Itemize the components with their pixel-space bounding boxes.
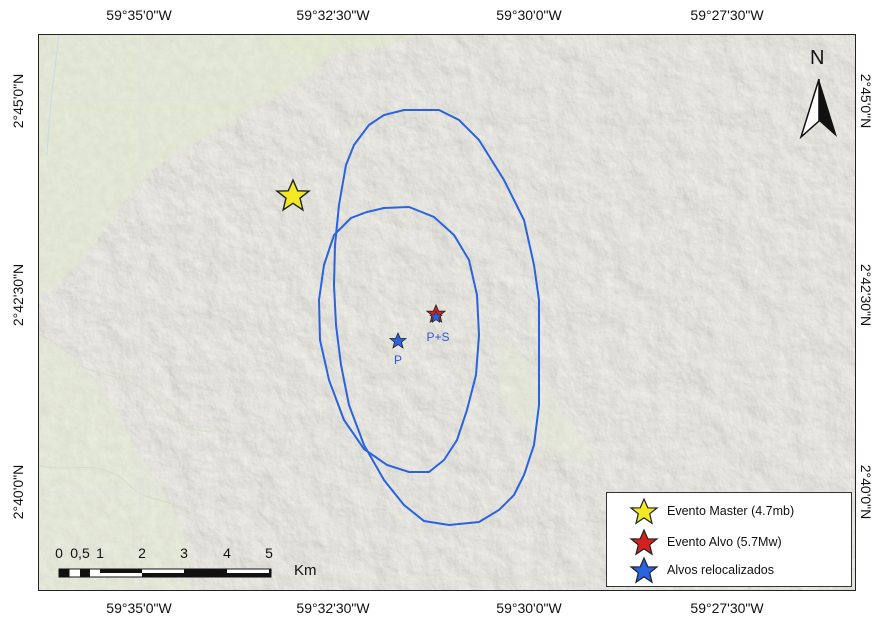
latitude-label-right: 2°40'0"N: [858, 464, 874, 520]
star-icon: [629, 528, 659, 556]
latitude-label-left: 2°45'0"N: [10, 73, 26, 129]
longitude-label-top: 59°32'30"W: [296, 7, 370, 23]
map-canvas[interactable]: P P+S N 0 0,5 1 2 3 4 5: [38, 34, 856, 591]
legend-label: Alvos relocalizados: [667, 563, 774, 577]
error-ellipse-small: [317, 205, 481, 473]
legend-item-target: Evento Alvo (5.7Mw): [607, 528, 851, 556]
north-label: N: [810, 47, 825, 69]
longitude-label-bottom: 59°32'30"W: [296, 600, 370, 616]
longitude-label-bottom: 59°27'30"W: [690, 600, 764, 616]
legend-label: Evento Alvo (5.7Mw): [667, 535, 782, 549]
latitude-label-right: 2°42'30"N: [858, 263, 874, 327]
longitude-label-top: 59°30'0"W: [496, 7, 562, 23]
star-icon: [629, 556, 659, 584]
legend-item-master: Evento Master (4.7mb): [607, 497, 851, 525]
relocalized-p-star-icon: [388, 331, 408, 349]
longitude-label-top: 59°35'0"W: [106, 7, 172, 23]
scale-unit-label: Km: [294, 562, 317, 579]
latitude-label-left: 2°42'30"N: [10, 263, 26, 327]
scale-tick-label: 5: [265, 545, 273, 561]
event-label-p-plus-s: P+S: [426, 330, 450, 344]
river-line: [46, 35, 60, 156]
scale-tick-label: 0: [55, 545, 63, 561]
scale-tick-label: 2: [138, 545, 146, 561]
master-event-star-icon: [275, 178, 311, 212]
latitude-label-right: 2°45'0"N: [858, 73, 874, 129]
legend-label: Evento Master (4.7mb): [667, 504, 795, 518]
longitude-label-bottom: 59°30'0"W: [496, 600, 562, 616]
scale-tick-label: 3: [180, 545, 188, 561]
scale-tick-label: 0,5: [70, 545, 90, 561]
north-arrow-icon: [799, 78, 837, 139]
scale-bar: 0 0,5 1 2 3 4 5 Km: [55, 545, 317, 581]
event-label-p: P: [393, 353, 403, 367]
scale-bar-graphic: [58, 568, 272, 578]
river-line: [78, 364, 220, 432]
legend-item-relocalized: Alvos relocalizados: [607, 556, 851, 584]
river-line: [39, 464, 190, 516]
longitude-label-bottom: 59°35'0"W: [106, 600, 172, 616]
scale-tick-label: 4: [223, 545, 231, 561]
latitude-label-left: 2°40'0"N: [10, 464, 26, 520]
longitude-label-top: 59°27'30"W: [690, 7, 764, 23]
scale-tick-label: 1: [96, 545, 104, 561]
star-icon: [629, 497, 659, 525]
error-ellipse-large: [332, 109, 540, 527]
map-legend: Evento Master (4.7mb) Evento Alvo (5.7Mw…: [606, 492, 852, 587]
relocalized-ps-star-icon: [429, 310, 443, 323]
